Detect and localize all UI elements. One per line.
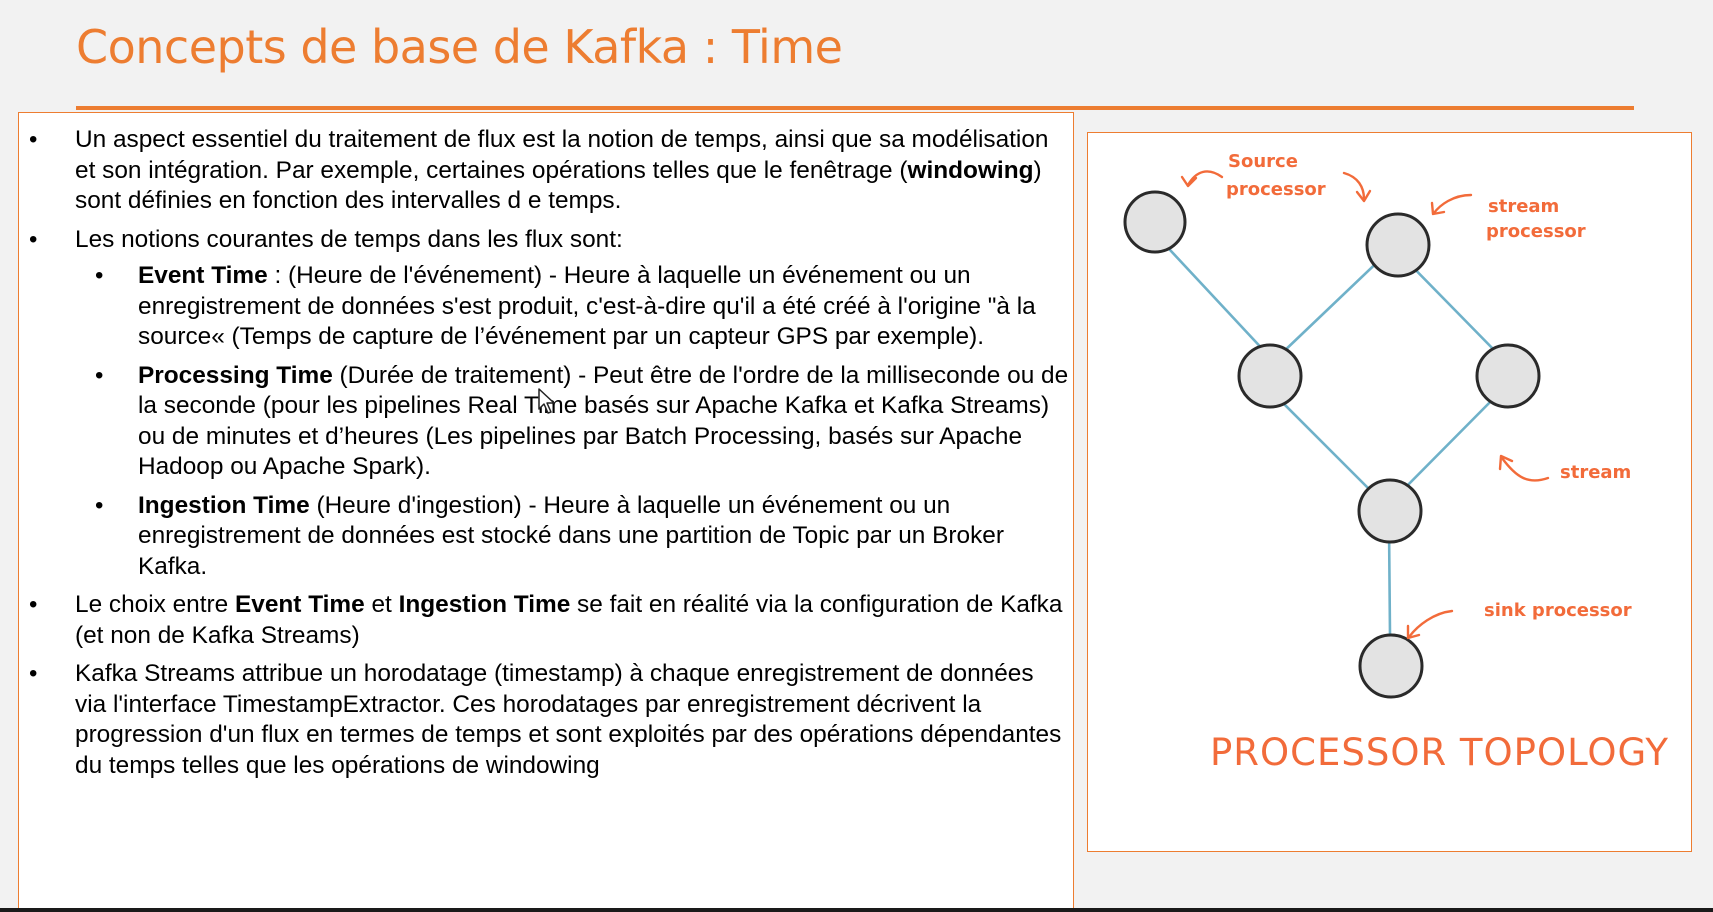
stream-arrow [1500, 456, 1550, 482]
sub-bullet-3-bold: Ingestion Time [138, 491, 310, 519]
source-processor-node [1123, 190, 1187, 254]
arrow-head [1355, 189, 1372, 203]
bullet-1-bold: windowing [907, 156, 1034, 184]
sub-bullet-dot: • [95, 262, 104, 289]
bullet-3-bold-2: Ingestion Time [398, 591, 571, 618]
bullet-2-text: Les notions courantes de temps dans les … [75, 225, 623, 253]
edge-stream-to-middle-left [1278, 250, 1390, 357]
source-arrow-left [1186, 170, 1224, 187]
label-stream-edge: stream [1560, 462, 1631, 483]
processor-node [1475, 343, 1541, 409]
bullet-item-2: • Les notions courantes de temps dans le… [19, 225, 1068, 583]
label-sink-processor: sink processor [1484, 600, 1632, 621]
bullet-item-4: • Kafka Streams attribue un horodatage (… [19, 659, 1065, 781]
label-stream: stream [1488, 196, 1559, 217]
stream-processor-arrow [1432, 193, 1473, 215]
content-text-box: • Un aspect essentiel du traitement de f… [18, 112, 1074, 910]
edge-middle-right-to-lower [1395, 385, 1507, 498]
bullet-dot: • [29, 225, 38, 253]
edge-source-to-middle-left [1155, 234, 1270, 357]
processor-topology-diagram: Source processor stream processor stream… [1123, 151, 1669, 774]
bullet-3-text-mid: et [364, 591, 399, 618]
bottom-edge [0, 908, 1713, 912]
title-underline [76, 106, 1634, 110]
sub-bullet-3-text: (Heure d'ingestion) - Heure à laquelle u… [138, 491, 1004, 580]
mouse-cursor-icon [538, 388, 555, 414]
label-stream-processor: processor [1486, 221, 1586, 242]
bullet-3-text-post: se fait en réalité via la configuration … [75, 591, 1063, 649]
arrow-head [1430, 201, 1446, 216]
sub-bullet-dot: • [95, 491, 104, 519]
label-source-processor: processor [1226, 179, 1326, 200]
sub-bullet-event-time: • Event Time : (Heure de l'événement) - … [19, 261, 1072, 353]
sub-bullet-2-text: (Durée de traitement) - Peut être de l'o… [138, 361, 1069, 481]
sub-bullet-2-bold: Processing Time [138, 361, 333, 389]
processor-node [1357, 478, 1423, 544]
sub-bullet-1-text: : (Heure de l'événement) - Heure à laque… [138, 262, 1036, 350]
source-arrow-right [1342, 171, 1366, 201]
arrow-head [1406, 624, 1421, 640]
processor-node [1237, 343, 1303, 409]
sub-bullet-1-bold: Event Time [138, 262, 268, 289]
bullet-item-1: • Un aspect essentiel du traitement de f… [19, 125, 1065, 217]
stream-processor-node [1365, 212, 1431, 278]
bullet-3-text-pre: Le choix entre [75, 591, 235, 618]
bullet-item-3: • Le choix entre Event Time et Ingestion… [19, 590, 1065, 651]
arrow-head [1180, 175, 1198, 188]
slide-title: Concepts de base de Kafka : Time [76, 20, 843, 74]
sub-bullet-dot: • [95, 361, 104, 389]
bullet-1-text-pre: Un aspect essentiel du traitement de flu… [75, 126, 1049, 184]
sink-arrow [1407, 609, 1454, 639]
sub-bullet-list: • Event Time : (Heure de l'événement) - … [75, 261, 1068, 582]
bullet-dot: • [29, 126, 38, 153]
processor-topology-panel: Source processor stream processor stream… [1087, 132, 1692, 852]
sink-processor-node [1358, 633, 1424, 699]
bullet-list: • Un aspect essentiel du traitement de f… [19, 125, 1068, 789]
label-source: Source [1228, 151, 1298, 172]
sub-bullet-processing-time: • Processing Time (Durée de traitement) … [19, 361, 1072, 483]
bullet-dot: • [29, 660, 38, 687]
diagram-caption: PROCESSOR TOPOLOGY [1210, 731, 1669, 774]
arrow-head [1498, 454, 1514, 471]
sub-bullet-ingestion-time: • Ingestion Time (Heure d'ingestion) - H… [19, 491, 1072, 583]
bullet-4-text: Kafka Streams attribue un horodatage (ti… [75, 660, 1062, 779]
bullet-1-text-post: ) sont définies en fonction des interval… [75, 156, 1042, 215]
bullet-3-bold-1: Event Time [235, 591, 365, 618]
bullet-dot: • [29, 591, 38, 618]
